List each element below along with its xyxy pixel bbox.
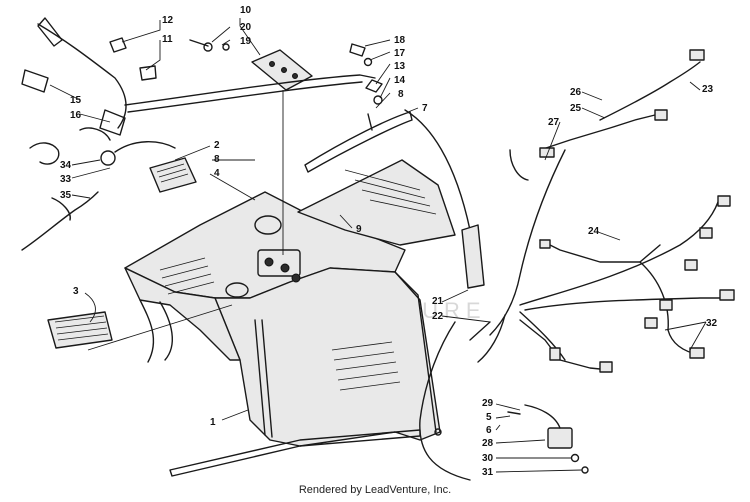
callout-labels: 12 11 10 20 19 18 17 13 14 8 7 9 15 16 3… [60, 5, 718, 478]
callout-29[interactable]: 29 [482, 398, 494, 409]
bezel-plate-10[interactable] [251, 49, 313, 91]
callout-26[interactable]: 26 [570, 87, 582, 98]
decal-3[interactable] [47, 311, 113, 349]
callout-9[interactable]: 9 [356, 224, 362, 235]
callout-2[interactable]: 2 [214, 140, 220, 151]
callout-18[interactable]: 18 [394, 35, 406, 46]
callout-30[interactable]: 30 [482, 453, 494, 464]
callout-1[interactable]: 1 [210, 417, 216, 428]
callout-20[interactable]: 20 [240, 22, 252, 33]
brace-21[interactable] [461, 224, 485, 289]
callout-7[interactable]: 7 [422, 103, 428, 114]
decal-2[interactable] [149, 157, 197, 193]
callout-8-upper[interactable]: 8 [398, 89, 404, 100]
callout-15[interactable]: 15 [70, 95, 82, 106]
callout-12[interactable]: 12 [162, 15, 174, 26]
callout-27[interactable]: 27 [548, 117, 560, 128]
callout-23[interactable]: 23 [702, 84, 714, 95]
speedometer-cable-22[interactable] [419, 321, 491, 481]
callout-32[interactable]: 32 [706, 318, 718, 329]
callout-21[interactable]: 21 [432, 296, 444, 307]
callout-14[interactable]: 14 [394, 75, 406, 86]
callout-8-lower[interactable]: 8 [214, 154, 220, 165]
callout-16[interactable]: 16 [70, 110, 82, 121]
callout-31[interactable]: 31 [482, 467, 494, 478]
callout-11[interactable]: 11 [162, 34, 173, 45]
regulator-28[interactable] [434, 404, 589, 474]
callout-24[interactable]: 24 [588, 226, 600, 237]
leader-lines [49, 18, 707, 473]
ignition-key-assembly[interactable] [21, 127, 176, 251]
callout-25[interactable]: 25 [570, 103, 582, 114]
callout-19[interactable]: 19 [240, 36, 252, 47]
footer-credit: Rendered by LeadVenture, Inc. [298, 484, 452, 496]
callout-17[interactable]: 17 [394, 48, 406, 59]
mount-hardware[interactable] [349, 43, 383, 131]
callout-28[interactable]: 28 [482, 438, 494, 449]
callout-6[interactable]: 6 [486, 425, 492, 436]
callout-35[interactable]: 35 [60, 190, 72, 201]
callout-4[interactable]: 4 [214, 168, 220, 179]
throttle-cable-assembly[interactable] [21, 17, 230, 136]
callout-10[interactable]: 10 [240, 5, 252, 16]
callout-13[interactable]: 13 [394, 61, 406, 72]
callout-5[interactable]: 5 [486, 412, 492, 423]
wire-cable[interactable] [124, 74, 376, 255]
wiring-harness[interactable] [477, 49, 735, 373]
callout-22[interactable]: 22 [432, 311, 444, 322]
callout-34[interactable]: 34 [60, 160, 72, 171]
callout-33[interactable]: 33 [60, 174, 72, 185]
console-body[interactable] [124, 109, 471, 477]
callout-3[interactable]: 3 [73, 286, 79, 297]
